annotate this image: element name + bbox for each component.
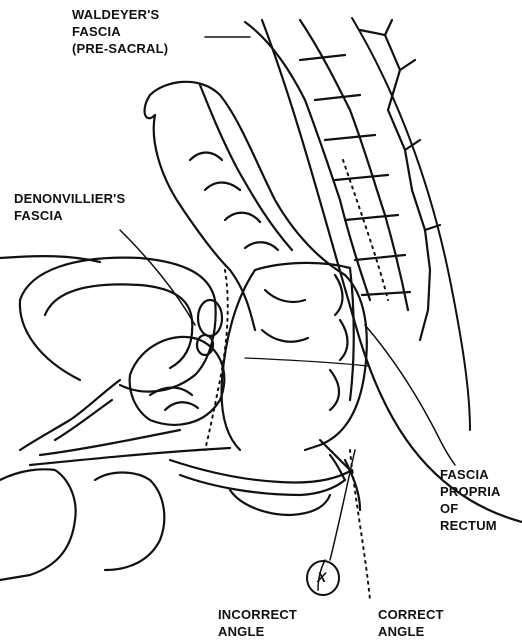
denonvillier-line-1: DENONVILLIER'S — [14, 190, 125, 207]
correct-plane-dotted — [350, 450, 370, 600]
denonvillier-line-2: FASCIA — [14, 207, 125, 224]
fascia-propria-label: FASCIA PROPRIA OF RECTUM — [440, 466, 501, 534]
waldeyer-fascia-label: WALDEYER'S FASCIA (PRE-SACRAL) — [72, 6, 168, 57]
pelvic-floor — [170, 440, 360, 515]
incorrect-angle-line-1: INCORRECT — [218, 606, 297, 623]
waldeyer-line-1: WALDEYER'S — [72, 6, 168, 23]
mesorectum-leader — [245, 358, 368, 366]
x-marker-label: X — [317, 569, 327, 586]
waldeyer-line-3: (PRE-SACRAL) — [72, 40, 168, 57]
denonvillier-fascia-label: DENONVILLIER'S FASCIA — [14, 190, 125, 224]
incorrect-angle-line — [330, 450, 355, 560]
correct-angle-line-1: CORRECT — [378, 606, 444, 623]
bladder — [20, 258, 216, 392]
denonvillier-leader — [120, 230, 195, 325]
fascia-propria-line-2: PROPRIA — [440, 483, 501, 500]
correct-angle-label: CORRECT ANGLE — [378, 606, 444, 640]
fascia-propria-line-3: OF — [440, 500, 501, 517]
incorrect-angle-label: INCORRECT ANGLE — [218, 606, 297, 640]
waldeyer-line-2: FASCIA — [72, 23, 168, 40]
fascia-propria-line-4: RECTUM — [440, 517, 501, 534]
incorrect-angle-line-2: ANGLE — [218, 623, 297, 640]
urethra-penis — [0, 256, 230, 580]
correct-angle-line-2: ANGLE — [378, 623, 444, 640]
fascia-propria-line-1: FASCIA — [440, 466, 501, 483]
